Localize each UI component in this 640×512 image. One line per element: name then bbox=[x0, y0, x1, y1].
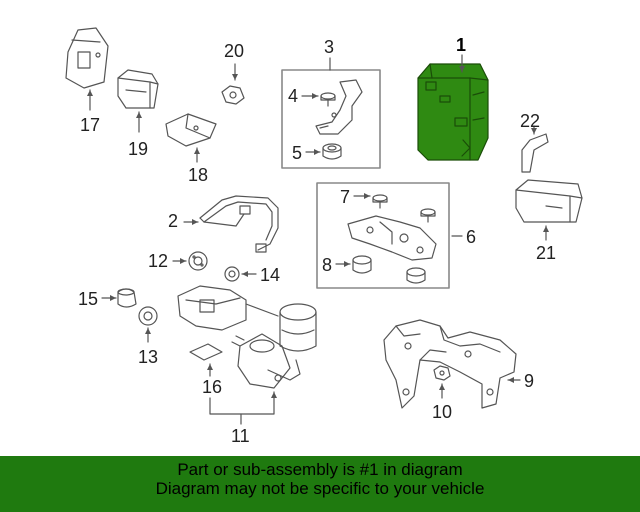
callout-9[interactable]: 9 bbox=[524, 371, 535, 391]
callout-18[interactable]: 18 bbox=[188, 165, 209, 185]
part-22-bracket[interactable] bbox=[521, 133, 549, 173]
callout-15[interactable]: 15 bbox=[78, 289, 99, 309]
part-9-bracket[interactable] bbox=[383, 319, 517, 409]
callout-3[interactable]: 3 bbox=[324, 37, 335, 57]
callout-2[interactable]: 2 bbox=[168, 211, 179, 231]
callout-19[interactable]: 19 bbox=[128, 139, 149, 159]
part-13-bushing[interactable] bbox=[138, 306, 158, 326]
callout-7[interactable]: 7 bbox=[340, 187, 351, 207]
part-17-relay[interactable] bbox=[65, 27, 109, 89]
part-19-relay-box[interactable] bbox=[117, 69, 159, 109]
callout-12[interactable]: 12 bbox=[148, 251, 169, 271]
part-18-bracket[interactable] bbox=[165, 113, 217, 147]
callout-13[interactable]: 13 bbox=[138, 347, 159, 367]
part-2-harness[interactable] bbox=[199, 195, 279, 253]
callout-22[interactable]: 22 bbox=[520, 111, 541, 131]
callout-6[interactable]: 6 bbox=[466, 227, 477, 247]
callout-20[interactable]: 20 bbox=[224, 41, 245, 61]
part-6-plate[interactable] bbox=[347, 215, 437, 261]
callout-21[interactable]: 21 bbox=[536, 243, 557, 263]
part-4-bolt[interactable] bbox=[320, 92, 336, 107]
callout-16[interactable]: 16 bbox=[202, 377, 223, 397]
callout-11[interactable]: 11 bbox=[231, 426, 250, 446]
part-12-bushing[interactable] bbox=[188, 251, 208, 271]
group-box-3 bbox=[281, 69, 381, 169]
callout-17[interactable]: 17 bbox=[80, 115, 101, 135]
callout-5[interactable]: 5 bbox=[292, 143, 303, 163]
part-15-mount[interactable] bbox=[117, 288, 137, 308]
info-banner: Part or sub-assembly is #1 in diagram Di… bbox=[0, 456, 640, 512]
part-21-module[interactable] bbox=[515, 179, 583, 223]
group-box-6 bbox=[316, 182, 450, 289]
part-3-bracket[interactable] bbox=[315, 79, 363, 135]
callout-10[interactable]: 10 bbox=[432, 402, 453, 422]
banner-line-2: Diagram may not be specific to your vehi… bbox=[155, 479, 485, 498]
part-8-grommet[interactable] bbox=[352, 255, 426, 284]
callout-1[interactable]: 1 bbox=[456, 35, 467, 55]
callout-8[interactable]: 8 bbox=[322, 255, 333, 275]
part-10-nut[interactable] bbox=[433, 365, 451, 381]
part-1-module[interactable] bbox=[417, 63, 489, 161]
callout-14[interactable]: 14 bbox=[260, 265, 281, 285]
part-14-grommet[interactable] bbox=[224, 266, 240, 282]
part-16-gasket[interactable] bbox=[189, 343, 223, 361]
banner-line-1: Part or sub-assembly is #1 in diagram bbox=[177, 460, 463, 479]
part-7-bolt[interactable] bbox=[372, 194, 436, 223]
part-5-grommet[interactable] bbox=[322, 143, 342, 160]
parts-diagram bbox=[65, 27, 583, 425]
part-11-compressor[interactable] bbox=[177, 285, 317, 389]
callout-4[interactable]: 4 bbox=[288, 86, 299, 106]
part-20-clip[interactable] bbox=[221, 85, 245, 105]
